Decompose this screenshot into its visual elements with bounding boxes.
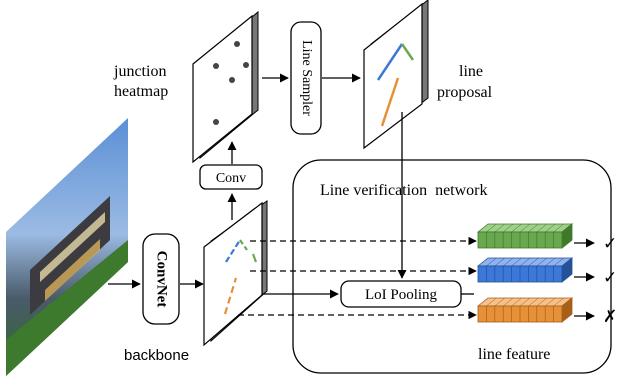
- line-sampler-box: Line Sampler: [290, 21, 322, 135]
- line-feature-tubes: [476, 223, 574, 323]
- convnet-box: ConvNet: [142, 233, 180, 325]
- verdict-blue: ✓: [603, 268, 617, 287]
- loi-pooling-label: LoI Pooling: [365, 287, 438, 303]
- feature-tube-green: [476, 223, 574, 249]
- convnet-label: ConvNet: [154, 251, 170, 308]
- conv-label: Conv: [216, 171, 246, 186]
- input-image: [6, 118, 128, 376]
- junction-heatmap-label-2: heatmap: [114, 83, 168, 100]
- conv-box: Conv: [199, 164, 263, 190]
- feature-tube-orange: [476, 297, 574, 323]
- loi-pooling-box: LoI Pooling: [340, 280, 462, 308]
- verdict-orange: ✗: [603, 307, 617, 326]
- line-sampler-label: Line Sampler: [299, 40, 314, 116]
- verification-network-box: [292, 159, 612, 374]
- line-proposal-label-1: line: [459, 63, 483, 80]
- line-feature-label: line feature: [478, 346, 550, 363]
- backbone-feature-map: [203, 200, 268, 347]
- backbone-label: backbone: [124, 347, 189, 364]
- verification-network-label: Line verification network: [320, 182, 488, 199]
- line-proposal-label-2: proposal: [437, 84, 493, 101]
- feature-tube-blue: [476, 257, 574, 283]
- verdict-green: ✓: [603, 234, 617, 253]
- line-proposal-map: [363, 0, 429, 150]
- junction-heatmap-label-1: junction: [113, 63, 166, 80]
- junction-heatmap: [192, 10, 259, 164]
